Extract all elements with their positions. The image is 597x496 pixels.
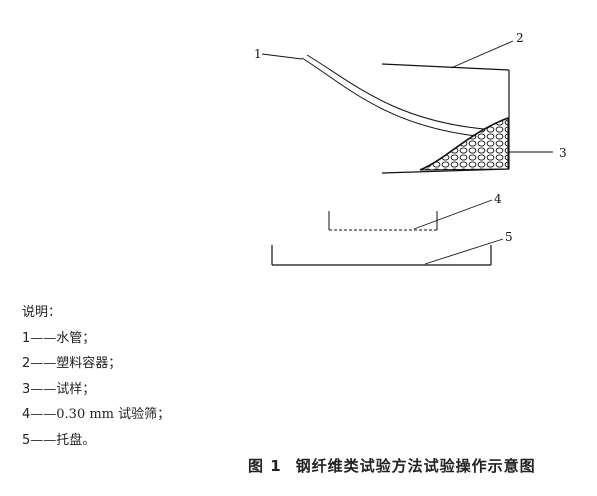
callout-3: 3 (559, 146, 567, 160)
figure-title: 钢纤维类试验方法试验操作示意图 (295, 457, 536, 475)
legend-item-dash: —— (30, 432, 57, 448)
legend-item: 2——塑料容器； (22, 351, 170, 377)
legend-item-dash: —— (30, 407, 57, 422)
figure-caption: 图 1 钢纤维类试验方法试验操作示意图 (248, 455, 536, 476)
legend-title: 说明： (22, 305, 62, 320)
figure-number: 图 1 (248, 457, 282, 475)
water-hose (301, 54, 485, 137)
legend-item-dash: —— (30, 356, 57, 371)
legend-item-text: 试样； (56, 381, 96, 397)
apparatus-diagram: 1 2 3 4 5 (254, 31, 567, 266)
legend-item-text: 塑料容器； (56, 356, 122, 371)
legend-item-number: 4 (22, 407, 31, 422)
legend-item-text: 水管； (56, 330, 96, 346)
test-sieve (328, 211, 438, 231)
legend-item: 4——0.30 mm 试验筛； (22, 402, 170, 428)
callout-2: 2 (516, 31, 524, 45)
legend-item: 1——水管； (22, 326, 170, 352)
callout-1: 1 (254, 47, 262, 61)
legend-item-dash: —— (30, 381, 57, 397)
legend-item-text: 托盘。 (56, 432, 96, 448)
legend: 说明： 1——水管； 2——塑料容器； 3——试样； 4——0.30 mm 试验… (22, 300, 170, 453)
tray (271, 245, 492, 266)
legend-item-number: 2 (22, 356, 31, 371)
callout-4: 4 (494, 192, 502, 206)
legend-item: 3——试样； (22, 377, 170, 403)
legend-item-number: 3 (22, 381, 31, 397)
legend-item-number: 1 (22, 330, 31, 346)
sample-pile-edge (419, 117, 509, 171)
legend-item: 5——托盘。 (22, 428, 170, 454)
callout-5: 5 (505, 230, 513, 244)
leader-lines (261, 40, 553, 265)
legend-item-number: 5 (22, 432, 31, 448)
legend-item-dash: —— (30, 330, 57, 346)
legend-item-text: 0.30 mm 试验筛； (56, 407, 171, 422)
